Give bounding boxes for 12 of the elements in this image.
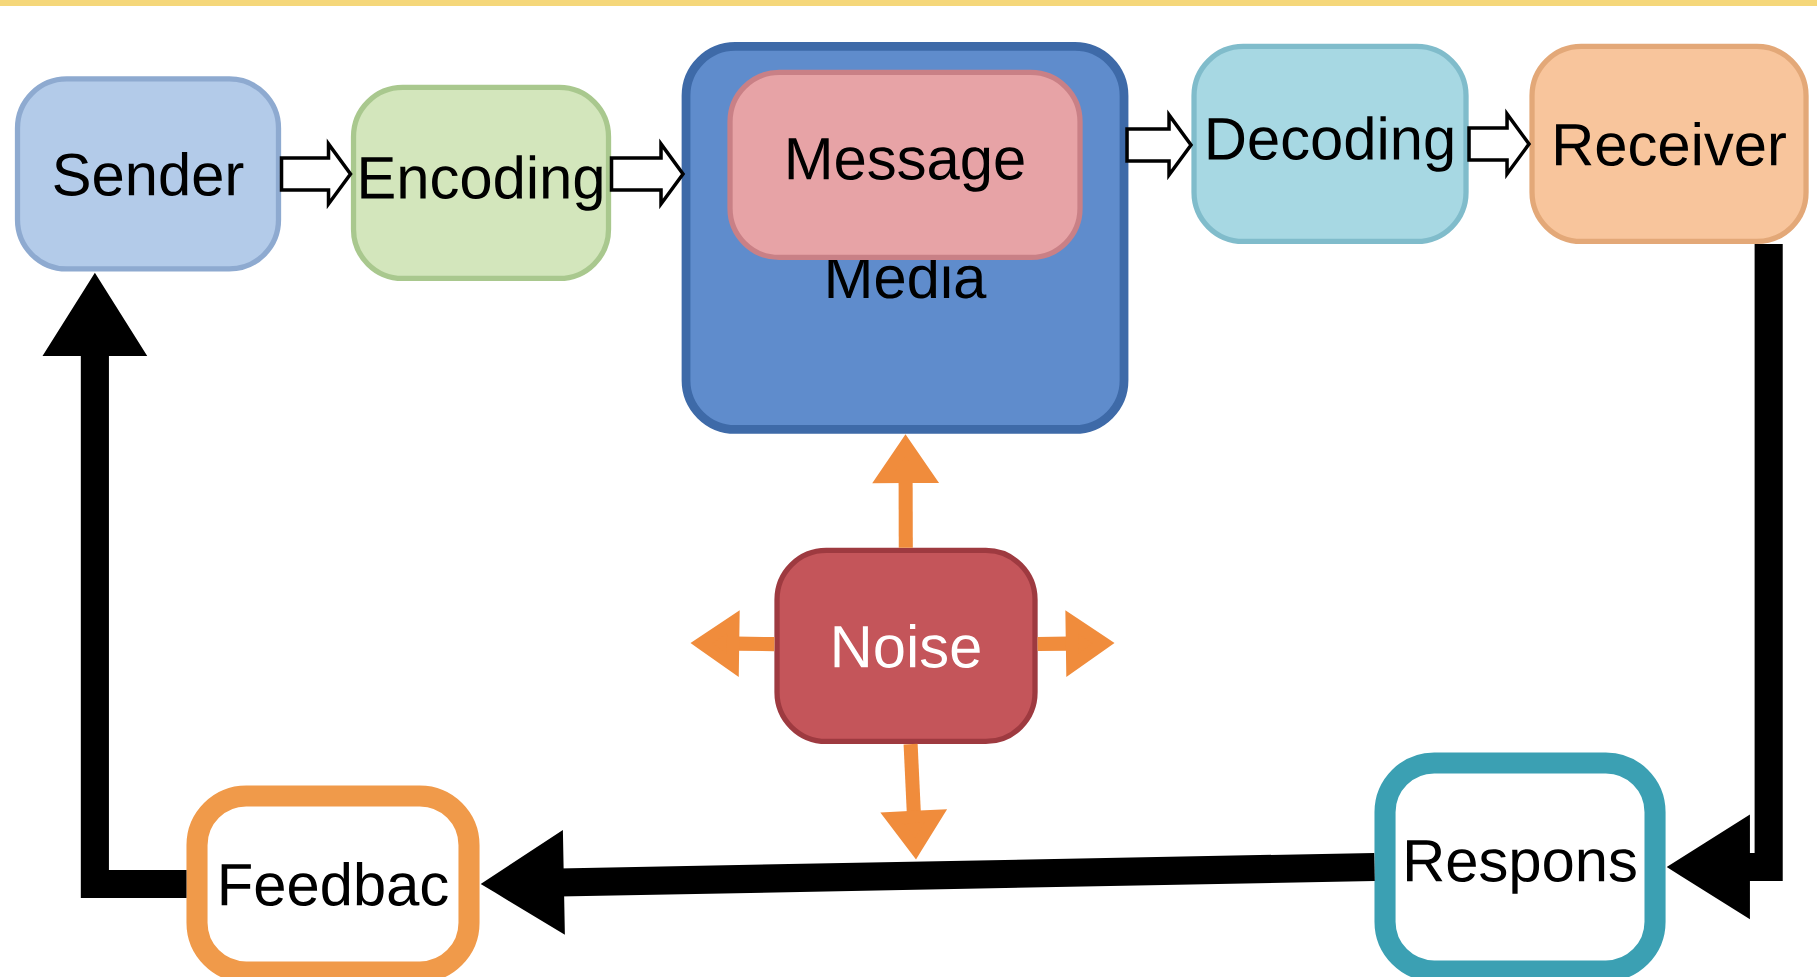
block-arrow	[1467, 108, 1532, 180]
block-arrow	[279, 138, 353, 210]
process-box: Encoding	[350, 84, 612, 282]
noise-box: Noise	[774, 547, 1038, 745]
message-box: Message	[727, 69, 1083, 261]
block-arrow	[1125, 109, 1194, 181]
process-box: Receiver	[1529, 43, 1809, 245]
process-box: Decoding	[1191, 43, 1469, 245]
block-arrow	[609, 138, 686, 210]
response-box: Respons	[1374, 752, 1666, 977]
feedback-box: Feedbac	[186, 785, 480, 977]
process-box: Sender	[14, 76, 282, 272]
